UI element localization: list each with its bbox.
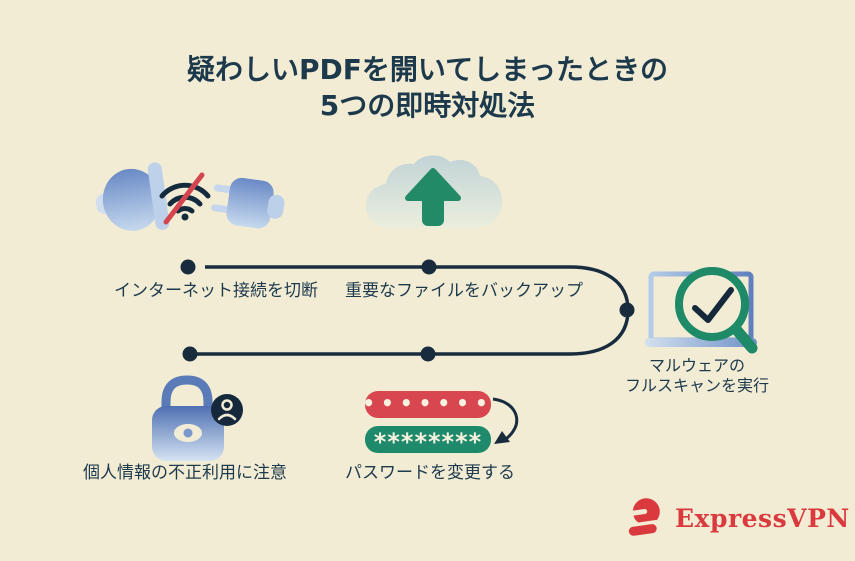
flow-dot-step4	[182, 346, 198, 362]
eye-icon	[174, 424, 202, 442]
step1-label: インターネット接続を切断	[114, 281, 318, 301]
privacy-lock-icon	[152, 375, 243, 461]
step4-label: 個人情報の不正利用に注意	[83, 463, 287, 483]
page-title-line2: 5つの即時対処法	[319, 89, 536, 122]
wifi-off-icon	[159, 172, 211, 225]
step3-label-line2: フルスキャンを実行	[624, 376, 769, 395]
expressvpn-logomark-icon	[624, 498, 660, 536]
brand-logo: ExpressVPN	[624, 497, 850, 539]
flow-dot-step5	[420, 346, 436, 362]
brand-wordmark: ExpressVPN	[675, 503, 850, 533]
plug-icon	[211, 177, 285, 229]
new-password-mask: ********	[374, 428, 482, 456]
step3-label: マルウェアの フルスキャンを実行	[607, 356, 787, 396]
cloud-upload-icon	[366, 155, 502, 228]
step2-label: 重要なファイルをバックアップ	[345, 281, 583, 301]
magnifier-check-icon	[675, 267, 758, 354]
old-password-field	[365, 391, 491, 418]
step3-label-line1: マルウェアの	[648, 356, 745, 375]
upload-arrow-icon	[405, 168, 461, 226]
curved-arrow-icon	[492, 397, 519, 444]
password-change-icon: ••••••• ********	[362, 391, 519, 456]
laptop-base	[645, 338, 757, 347]
flow-dot-step3	[619, 302, 635, 318]
socket-icon	[95, 162, 170, 231]
flow-dot-step2	[421, 259, 437, 275]
new-password-field	[365, 426, 491, 453]
lock-shackle	[161, 375, 213, 410]
page-title: 疑わしいPDFを開いてしまったときの 5つの即時対処法	[0, 52, 855, 124]
page-title-line1: 疑わしいPDFを開いてしまったときの	[187, 53, 668, 86]
flow-dot-step1	[180, 259, 196, 275]
person-badge-icon	[211, 394, 243, 426]
step5-label: パスワードを変更する	[345, 463, 515, 483]
old-password-mask: •••••••	[362, 391, 493, 415]
laptop-malware-scan-icon	[645, 267, 758, 354]
disconnected-plug-wifi-icon	[95, 162, 285, 231]
